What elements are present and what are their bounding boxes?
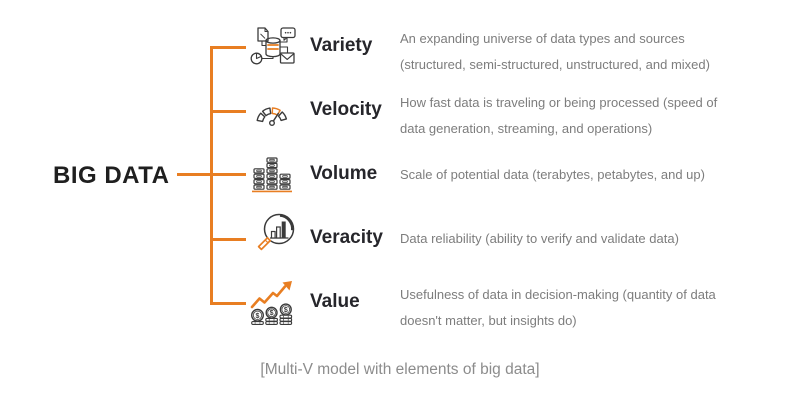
description-line: Usefulness of data in decision-making (q… bbox=[400, 287, 716, 302]
magnifier-bar-chart-icon bbox=[257, 213, 295, 251]
svg-text:$: $ bbox=[256, 313, 260, 320]
connector-branch-value bbox=[211, 302, 246, 305]
row-description-veracity: Data reliability (ability to verify and … bbox=[400, 226, 785, 252]
row-label-veracity: Veracity bbox=[310, 227, 383, 248]
connector-branch-velocity bbox=[211, 110, 246, 113]
row-description-variety: An expanding universe of data types and … bbox=[400, 26, 785, 77]
connector-branch-veracity bbox=[211, 238, 246, 241]
data-types-network-icon bbox=[250, 27, 296, 65]
description-line: How fast data is traveling or being proc… bbox=[400, 95, 718, 110]
row-description-value: Usefulness of data in decision-making (q… bbox=[400, 282, 785, 333]
stacked-data-blocks-icon bbox=[252, 157, 292, 193]
row-label-value: Value bbox=[310, 291, 360, 312]
speedometer-icon bbox=[256, 107, 288, 127]
description-line: An expanding universe of data types and … bbox=[400, 31, 685, 46]
row-description-volume: Scale of potential data (terabytes, peta… bbox=[400, 162, 785, 188]
description-line: data generation, streaming, and operatio… bbox=[400, 120, 653, 136]
coins-growth-arrow-icon: $ $ $ bbox=[250, 281, 293, 325]
description-line: Data reliability (ability to verify and … bbox=[400, 231, 679, 246]
connector-trunk-line bbox=[210, 46, 213, 305]
root-label-big-data: BIG DATA bbox=[53, 162, 170, 189]
row-label-volume: Volume bbox=[310, 163, 378, 184]
row-label-velocity: Velocity bbox=[310, 99, 382, 120]
svg-text:$: $ bbox=[284, 307, 288, 314]
description-line: (structured, semi-structured, unstructur… bbox=[400, 56, 710, 72]
connector-branch-variety bbox=[211, 46, 246, 49]
description-line: doesn't matter, but insights do) bbox=[400, 312, 577, 328]
figure-caption: [Multi-V model with elements of big data… bbox=[260, 361, 540, 378]
row-description-velocity: How fast data is traveling or being proc… bbox=[400, 90, 785, 141]
svg-text:$: $ bbox=[270, 310, 274, 317]
row-label-variety: Variety bbox=[310, 35, 373, 56]
description-line: Scale of potential data (terabytes, peta… bbox=[400, 167, 705, 182]
